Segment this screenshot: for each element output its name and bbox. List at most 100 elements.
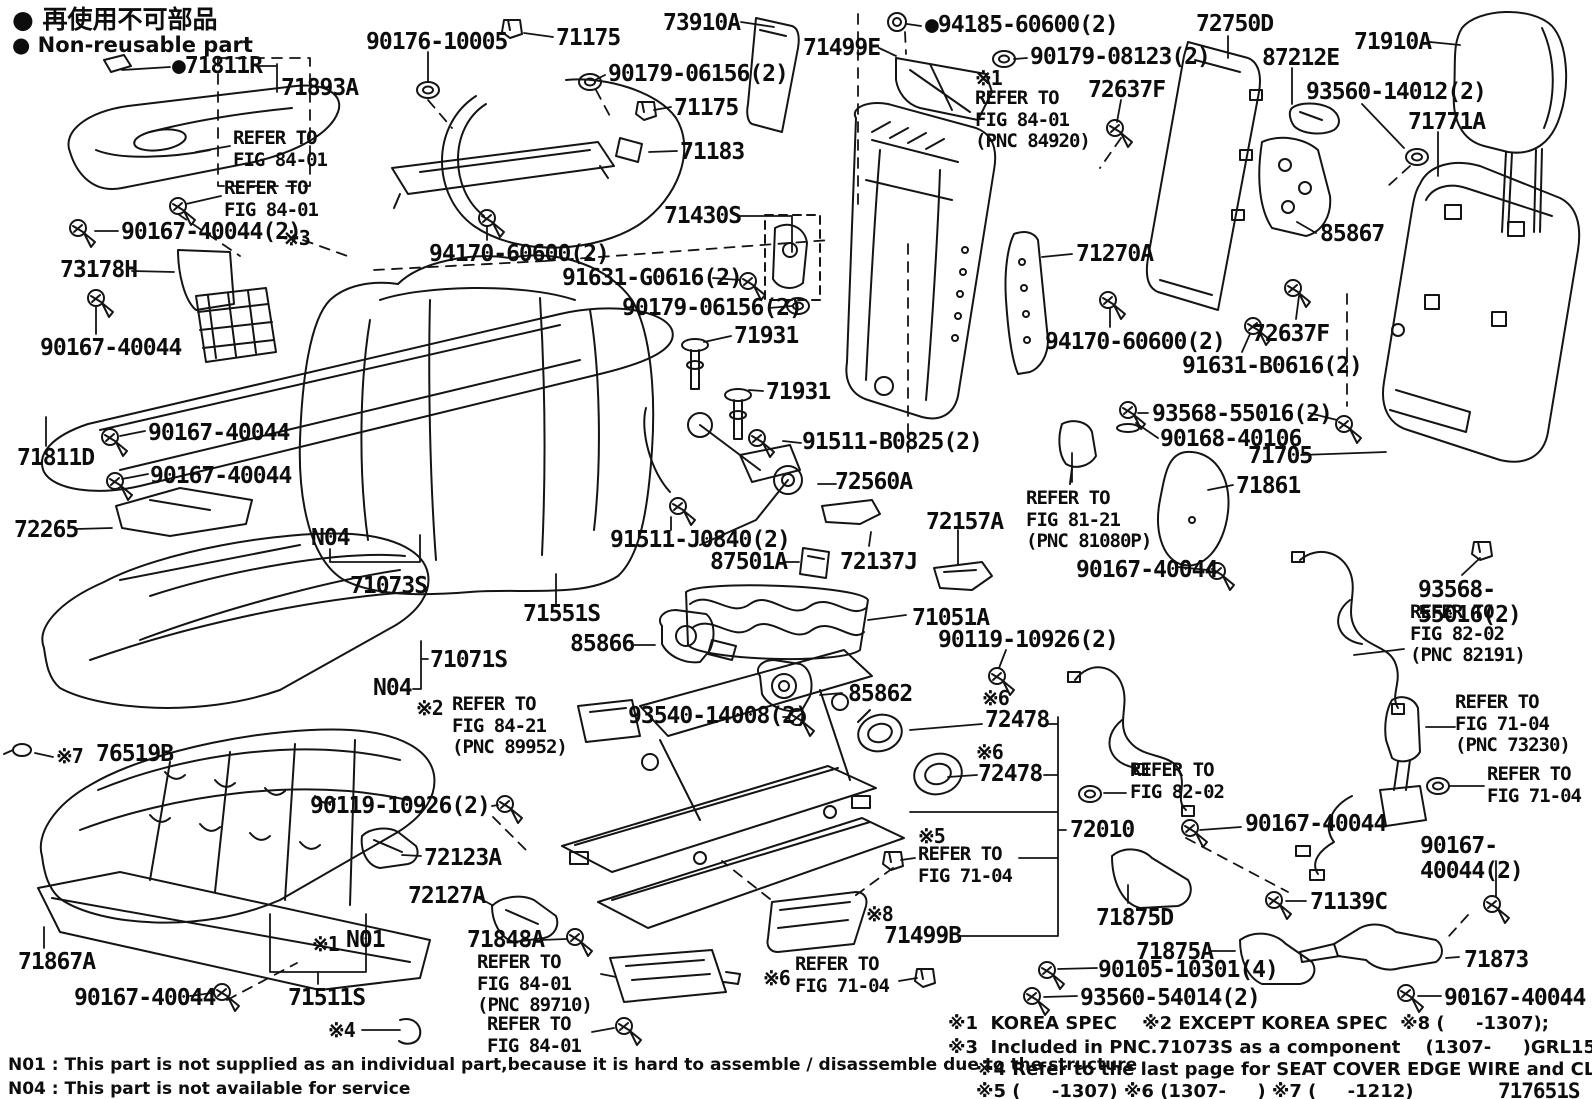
pn-71073s: 71073S: [350, 573, 428, 599]
mark-8: ※8: [866, 902, 894, 926]
pn-71511s: 71511S: [288, 985, 366, 1011]
pn-71183: 71183: [680, 139, 745, 165]
pn-71139c: 71139C: [1310, 889, 1388, 915]
pn-73910a: 73910A: [663, 10, 741, 36]
bracket-87501a: [800, 548, 829, 578]
pn-71771a: 71771A: [1408, 109, 1486, 135]
pn-90167-40044-g: 90167-40044: [1444, 985, 1586, 1011]
pn-90167-40044-f: 90167-40044: [74, 985, 216, 1011]
side-strip-71867a: [38, 872, 430, 990]
leader-lines: [35, 22, 1496, 1032]
motor-85866: [660, 610, 736, 662]
ref-fig-84-01-b: REFER TO FIG 84-01: [224, 177, 319, 221]
pn-91511-j0840-2: 91511-J0840(2): [610, 527, 791, 553]
sensor-box-93540: [578, 700, 640, 742]
pn-71873: 71873: [1464, 947, 1529, 973]
mark-3: ※3: [283, 226, 311, 250]
ecu-pnc89710: [610, 950, 740, 1002]
pn-90119-10926-2b: 90119-10926(2): [310, 793, 491, 819]
pn-90168-40106: 90168-40106: [1160, 426, 1302, 452]
legend-jp-nonreusable: ● 再使用不可部品: [12, 5, 218, 34]
bracket-71875d: [1112, 849, 1191, 908]
pn-72637f-a: 72637F: [1088, 77, 1166, 103]
pn-93568-55016-2b: 93568-55016(2): [1418, 577, 1522, 628]
mark-5: ※5: [918, 824, 946, 848]
pn-71931-b: 71931: [766, 379, 831, 405]
pn-85862: 85862: [848, 681, 913, 707]
bracket-71499e: [896, 58, 992, 120]
motor-85862: [758, 660, 812, 711]
cushion-cover-71511s: [41, 730, 435, 923]
trim-cable-71183: [442, 79, 684, 247]
plate-72157a: [934, 562, 992, 590]
pn-94170-60600-2b: 94170-60600(2): [1045, 329, 1226, 355]
pn-72478-a: 72478: [985, 707, 1050, 733]
grommet-ring-72478-a: [854, 710, 906, 756]
pn-90179-06156-2b: 90179-06156(2): [622, 295, 803, 321]
pn-90167-40044-b: 90167-40044: [148, 420, 290, 446]
clip-72127a: [492, 897, 557, 942]
side-panel-71270a: [1005, 232, 1048, 374]
ref-fig-82-02-a: REFER TO FIG 82-02 (PNC 82191): [1410, 601, 1526, 667]
mark-6b: ※6: [976, 740, 1004, 764]
pn-71175-a: 71175: [556, 25, 621, 51]
shield-73178h: [178, 250, 234, 310]
side-member-71811d: [42, 308, 673, 490]
bracket-71873: [1300, 925, 1442, 970]
ref-fig-84-21: REFER TO FIG 84-21 (PNC 89952): [452, 693, 568, 759]
belt-buckle-pnc73230: [1296, 697, 1426, 880]
pn-71499b: 71499B: [884, 923, 962, 949]
pn-90176-10005: 90176-10005: [366, 29, 508, 55]
ref-fig-84-01-pnc84920: REFER TO FIG 84-01 (PNC 84920): [975, 87, 1091, 153]
ref-fig-84-01-c: REFER TO FIG 84-01: [487, 1013, 582, 1057]
pn-93560-54014-2: 93560-54014(2): [1080, 985, 1261, 1011]
legend-en-nonreusable: ● Non-reusable part: [12, 33, 253, 57]
ref-fig-84-01-pnc89710: REFER TO FIG 84-01 (PNC 89710): [477, 951, 593, 1017]
bracket-71875a: [1240, 934, 1314, 984]
pn-71551s: 71551S: [523, 601, 601, 627]
footnote-spec-line1: ※1 KOREA SPEC ※2 EXCEPT KOREA SPEC ※8 ( …: [948, 1013, 1549, 1034]
mark-6a: ※6: [982, 686, 1010, 710]
pn-71875a: 71875A: [1136, 939, 1214, 965]
ref-fig-71-04-pnc73230: REFER TO FIG 71-04 (PNC 73230): [1455, 691, 1571, 757]
pn-90167-40044-2: 90167-40044(2): [121, 219, 302, 245]
ref-fig-71-04-b: REFER TO FIG 71-04: [918, 843, 1013, 887]
pn-90167-40044-2b: 90167-40044(2): [1420, 833, 1524, 884]
pn-87212e: 87212E: [1262, 45, 1340, 71]
pn-71270a: 71270A: [1076, 241, 1154, 267]
pn-72637f-b: 72637F: [1252, 321, 1330, 347]
bracket-72265: [116, 488, 252, 536]
footnote-n04: N04 : This part is not available for ser…: [8, 1079, 411, 1099]
grommet-ring-72478-b: [910, 748, 967, 799]
recliner-handle-71861: [1158, 452, 1228, 566]
back-panel-72750d: [1147, 42, 1262, 310]
pn-73178h: 73178H: [60, 257, 138, 283]
wire-harness-82191: [1068, 667, 1194, 816]
seat-adjuster-72010: [562, 650, 904, 928]
linkage-72560a: [644, 408, 802, 545]
footnote-n01: N01 : This part is not supplied as an in…: [8, 1055, 1138, 1075]
cushion-pad-71071s: [42, 534, 428, 708]
headrest-71910a: [1454, 12, 1566, 232]
wire-harness-upper: [1292, 552, 1404, 714]
pn-n04-a: N04: [311, 525, 351, 551]
pn-90167-40044-d: 90167-40044: [1076, 557, 1218, 583]
pn-71910a: 71910A: [1354, 29, 1432, 55]
seatback-frame-71430s: [846, 103, 995, 419]
pn-72157a: 72157A: [926, 509, 1004, 535]
pn-71893a: 71893A: [281, 75, 359, 101]
lock-87212e: [1290, 104, 1339, 134]
pn-94170-60600-2a: 94170-60600(2): [429, 241, 610, 267]
pn-93568-55016-2a: 93568-55016(2): [1152, 401, 1333, 427]
pn-90179-08123-2: 90179-08123(2): [1030, 44, 1211, 70]
armrest-trim-71893a: [68, 55, 339, 189]
pn-90105-10301-4: 90105-10301(4): [1098, 957, 1279, 983]
pn-72478-b: 72478: [978, 761, 1043, 787]
figure-code: 717651S: [1498, 1079, 1581, 1099]
ref-fig-82-02-b: REFER TO FIG 82-02: [1130, 759, 1225, 803]
pn-n01: N01: [346, 927, 386, 953]
pn-71811r: ●71811R: [172, 53, 263, 79]
pn-71175-b: 71175: [674, 95, 739, 121]
pn-85867: 85867: [1320, 221, 1385, 247]
